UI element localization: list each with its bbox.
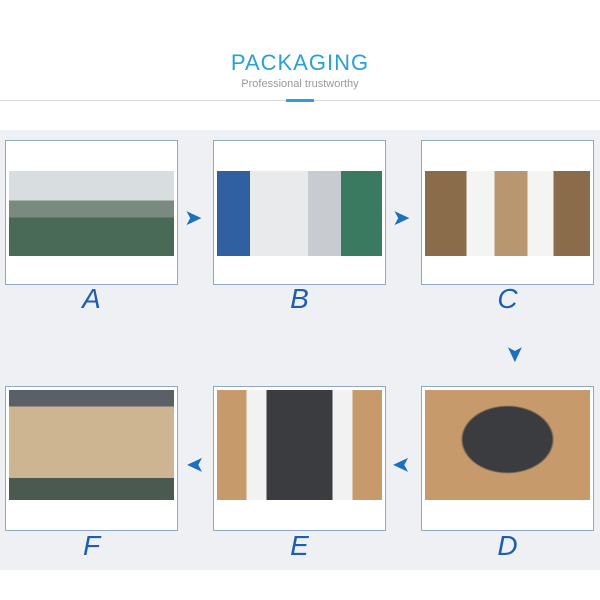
step-label: E xyxy=(290,530,309,561)
step-label: C xyxy=(497,283,518,314)
factory-line-photo xyxy=(9,171,174,256)
step-label: F xyxy=(82,530,101,561)
step-b-card xyxy=(213,140,386,285)
step-f-card xyxy=(5,386,178,531)
arrow-right-icon: ➤ xyxy=(184,205,203,230)
step-d-card xyxy=(421,386,594,531)
step-label: D xyxy=(497,530,518,561)
title-accent-bar xyxy=(286,99,314,102)
arrow-down-icon: ➤ xyxy=(503,344,529,364)
step-e-card xyxy=(213,386,386,531)
step-a-card xyxy=(5,140,178,285)
page-subtitle: Professional trustworthy xyxy=(241,78,359,90)
page-title: PACKAGING xyxy=(230,50,370,75)
foam-packed-photo xyxy=(217,390,382,500)
bagging-photo xyxy=(217,171,382,256)
arrow-left-icon: ➤ xyxy=(392,453,411,478)
step-label: B xyxy=(290,283,309,314)
step-c-card xyxy=(421,140,594,285)
arrow-left-icon: ➤ xyxy=(186,453,205,478)
step-label: A xyxy=(82,283,101,314)
warehouse-photo xyxy=(9,390,174,500)
unit-in-carton-photo xyxy=(425,390,590,500)
arrow-right-icon: ➤ xyxy=(392,205,411,230)
carton-foam-photo xyxy=(425,171,590,256)
